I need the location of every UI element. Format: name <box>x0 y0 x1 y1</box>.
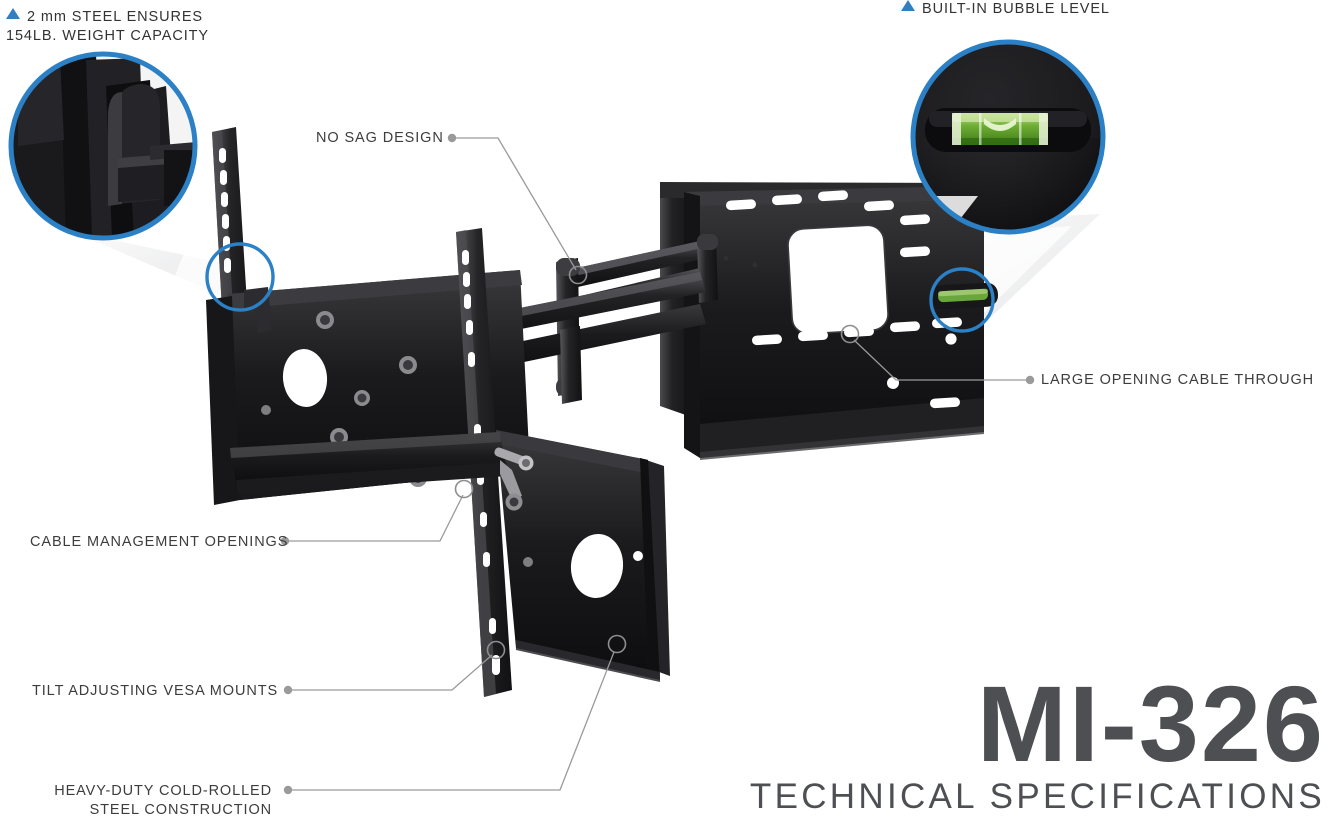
articulating-arm-lower <box>470 272 706 404</box>
highlight-steel-gauge: 2 mm STEEL ENSURES 154LB. WEIGHT CAPACIT… <box>6 8 209 46</box>
zoom-source-ring-steel <box>205 242 275 312</box>
product-subtitle: TECHNICAL SPECIFICATIONS <box>749 777 1325 816</box>
wall-plate <box>660 182 999 460</box>
tilt-lock-knob <box>494 447 534 511</box>
blue-triangle-icon <box>901 0 915 11</box>
blue-triangle-icon <box>6 8 20 19</box>
highlight-bubble-level-label: BUILT-IN BUBBLE LEVEL <box>922 1 1110 17</box>
tv-wall-mount-assembly <box>206 127 999 697</box>
magnifier-steel-bracket-closeup <box>8 51 198 241</box>
bubble-level-on-plate <box>929 282 999 310</box>
product-model-title: MI-326 <box>976 663 1325 784</box>
callout-cable-management-openings: CABLE MANAGEMENT OPENINGS <box>30 533 288 552</box>
wall-plate-slots-lower <box>751 317 962 409</box>
title-block: MI-326 TECHNICAL SPECIFICATIONS <box>749 663 1325 818</box>
callout-tilt-adjusting-vesa-mounts-label: TILT ADJUSTING VESA MOUNTS <box>32 683 279 699</box>
tv-bracket-lower <box>230 430 670 682</box>
callout-heavy-duty-steel-line2: STEEL CONSTRUCTION <box>89 802 272 818</box>
leader-lines <box>280 133 1035 795</box>
callout-heavy-duty-steel: HEAVY-DUTY COLD-ROLLED STEEL CONSTRUCTIO… <box>0 782 272 820</box>
callout-large-opening-cable-through: LARGE OPENING CABLE THROUGH <box>1041 371 1314 390</box>
highlight-bubble-level: BUILT-IN BUBBLE LEVEL <box>901 0 1110 19</box>
highlight-steel-gauge-line2: 154LB. WEIGHT CAPACITY <box>6 28 209 44</box>
magnifier-bubble-level-closeup <box>910 39 1106 235</box>
callout-tilt-adjusting-vesa-mounts: TILT ADJUSTING VESA MOUNTS <box>32 682 278 701</box>
callout-heavy-duty-steel-line1: HEAVY-DUTY COLD-ROLLED <box>54 783 272 799</box>
callout-no-sag-design-label: NO SAG DESIGN <box>316 130 444 146</box>
callout-large-opening-cable-through-label: LARGE OPENING CABLE THROUGH <box>1041 372 1315 388</box>
vesa-rail-center-holes <box>462 250 500 675</box>
callout-cable-management-openings-label: CABLE MANAGEMENT OPENINGS <box>30 534 289 550</box>
highlight-steel-gauge-line1: 2 mm STEEL ENSURES <box>27 9 204 25</box>
zoom-source-ring-level <box>929 267 995 333</box>
callout-no-sag-design: NO SAG DESIGN <box>316 129 444 148</box>
wall-plate-slots-upper <box>725 190 930 258</box>
